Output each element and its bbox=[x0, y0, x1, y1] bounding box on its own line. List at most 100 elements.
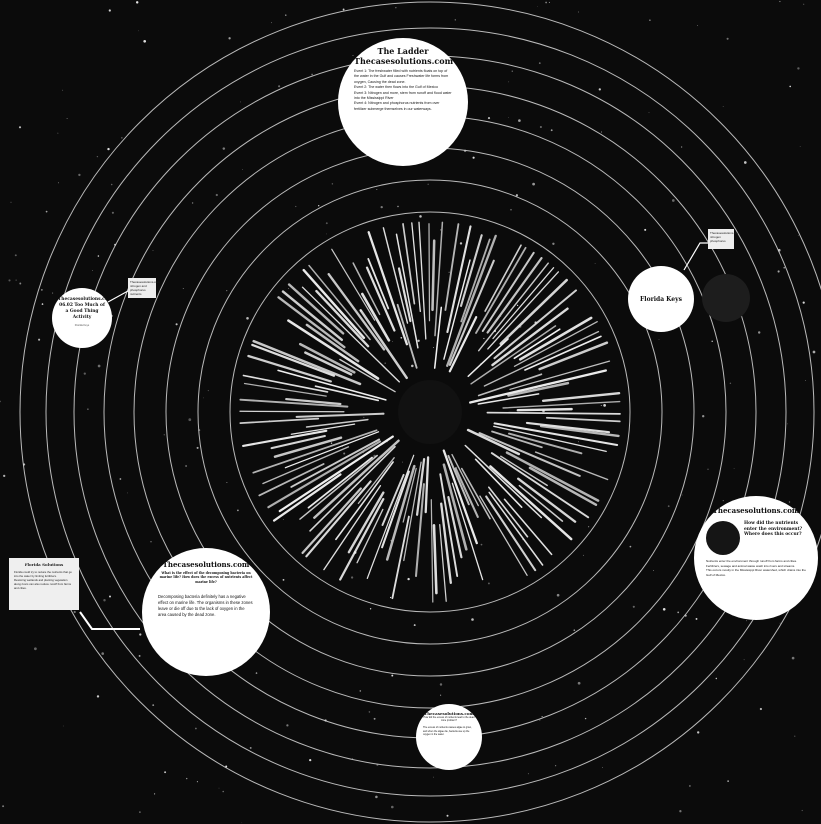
star bbox=[376, 189, 377, 190]
star bbox=[702, 415, 704, 417]
right-bubble-title: Florida Keys bbox=[640, 296, 682, 303]
star bbox=[309, 759, 311, 761]
star bbox=[286, 724, 288, 726]
star bbox=[109, 9, 111, 11]
star bbox=[152, 704, 154, 706]
star bbox=[792, 657, 795, 660]
star bbox=[326, 234, 327, 235]
star bbox=[107, 148, 109, 150]
star bbox=[471, 618, 474, 621]
star bbox=[381, 206, 383, 208]
star bbox=[542, 716, 543, 717]
star bbox=[84, 372, 86, 374]
star bbox=[195, 728, 197, 730]
lower-right-bubble[interactable]: Thecasesolutions.com How did the nutrien… bbox=[694, 496, 818, 620]
star bbox=[97, 156, 98, 157]
star bbox=[601, 132, 602, 133]
lower-left-bubble[interactable]: Thecasesolutions.com What is the effect … bbox=[142, 548, 270, 676]
star bbox=[397, 206, 398, 207]
star bbox=[58, 133, 59, 134]
star bbox=[216, 194, 218, 196]
right-note[interactable]: Thecasesolutions.com nitrogen phosphorus bbox=[708, 229, 734, 249]
star bbox=[3, 475, 5, 477]
star bbox=[528, 773, 529, 774]
star bbox=[67, 118, 68, 119]
star bbox=[19, 126, 21, 128]
star bbox=[537, 6, 538, 7]
star bbox=[353, 55, 354, 56]
bottom-bubble[interactable]: Thecasesolutions.com How did the excess … bbox=[416, 704, 482, 770]
star bbox=[744, 659, 745, 660]
right-bubble[interactable]: Florida Keys bbox=[628, 266, 694, 332]
star bbox=[455, 19, 456, 20]
star bbox=[237, 510, 239, 512]
starburst-ray bbox=[518, 409, 572, 410]
star bbox=[539, 62, 541, 64]
star bbox=[38, 339, 40, 341]
star bbox=[228, 37, 230, 39]
lower-left-bubble-body: Decomposing bacteria definitely has a ne… bbox=[158, 594, 254, 618]
star bbox=[203, 398, 204, 399]
star bbox=[779, 1, 780, 2]
star bbox=[512, 70, 513, 71]
star bbox=[697, 731, 699, 733]
star bbox=[384, 362, 385, 363]
left-note[interactable]: Thecasesolutions.com nitrogen and phosph… bbox=[128, 278, 156, 298]
star bbox=[41, 289, 42, 290]
star bbox=[681, 146, 682, 147]
star bbox=[601, 405, 602, 406]
star bbox=[644, 229, 646, 231]
star bbox=[599, 88, 601, 90]
star bbox=[42, 303, 44, 305]
star bbox=[74, 611, 76, 613]
star bbox=[633, 606, 635, 608]
star bbox=[283, 519, 284, 520]
star bbox=[414, 624, 416, 626]
star bbox=[488, 582, 490, 584]
star bbox=[208, 390, 209, 391]
star bbox=[649, 112, 650, 113]
bottom-bubble-question: How did the excess of nutrients lead to … bbox=[423, 716, 475, 722]
top-bubble-body: Event 1: The freshwater filled with nutr… bbox=[354, 69, 452, 112]
star bbox=[256, 672, 258, 674]
star bbox=[271, 22, 272, 23]
star bbox=[630, 546, 632, 548]
star bbox=[285, 15, 286, 16]
star bbox=[532, 183, 535, 186]
star bbox=[250, 747, 252, 749]
florida-solutions-note[interactable]: Florida Solutions Florida could try to r… bbox=[9, 558, 79, 610]
star bbox=[311, 74, 313, 76]
star bbox=[813, 351, 816, 354]
star bbox=[557, 594, 560, 597]
star bbox=[283, 579, 285, 581]
star bbox=[331, 443, 332, 444]
star bbox=[483, 338, 484, 339]
star bbox=[242, 169, 243, 170]
star bbox=[649, 19, 651, 21]
star bbox=[390, 597, 391, 598]
star bbox=[716, 678, 717, 679]
left-bubble[interactable]: Thecasesolutions.com 06.02 Too Much of a… bbox=[52, 288, 112, 348]
star bbox=[318, 205, 319, 206]
star bbox=[744, 161, 747, 164]
star bbox=[578, 682, 581, 685]
star bbox=[332, 183, 333, 184]
star bbox=[659, 339, 660, 340]
star bbox=[682, 495, 683, 496]
star bbox=[789, 86, 791, 88]
star bbox=[400, 337, 402, 339]
star bbox=[139, 633, 141, 635]
star bbox=[139, 811, 141, 813]
star bbox=[411, 365, 414, 368]
star bbox=[730, 383, 731, 384]
star bbox=[136, 1, 138, 3]
star bbox=[16, 280, 17, 281]
star bbox=[758, 331, 760, 333]
star bbox=[508, 82, 509, 83]
star bbox=[780, 623, 781, 624]
star bbox=[723, 106, 724, 107]
star bbox=[679, 810, 681, 812]
star bbox=[121, 137, 122, 138]
top-bubble[interactable]: The Ladder Thecasesolutions.com Event 1:… bbox=[338, 38, 468, 166]
star bbox=[602, 767, 603, 768]
